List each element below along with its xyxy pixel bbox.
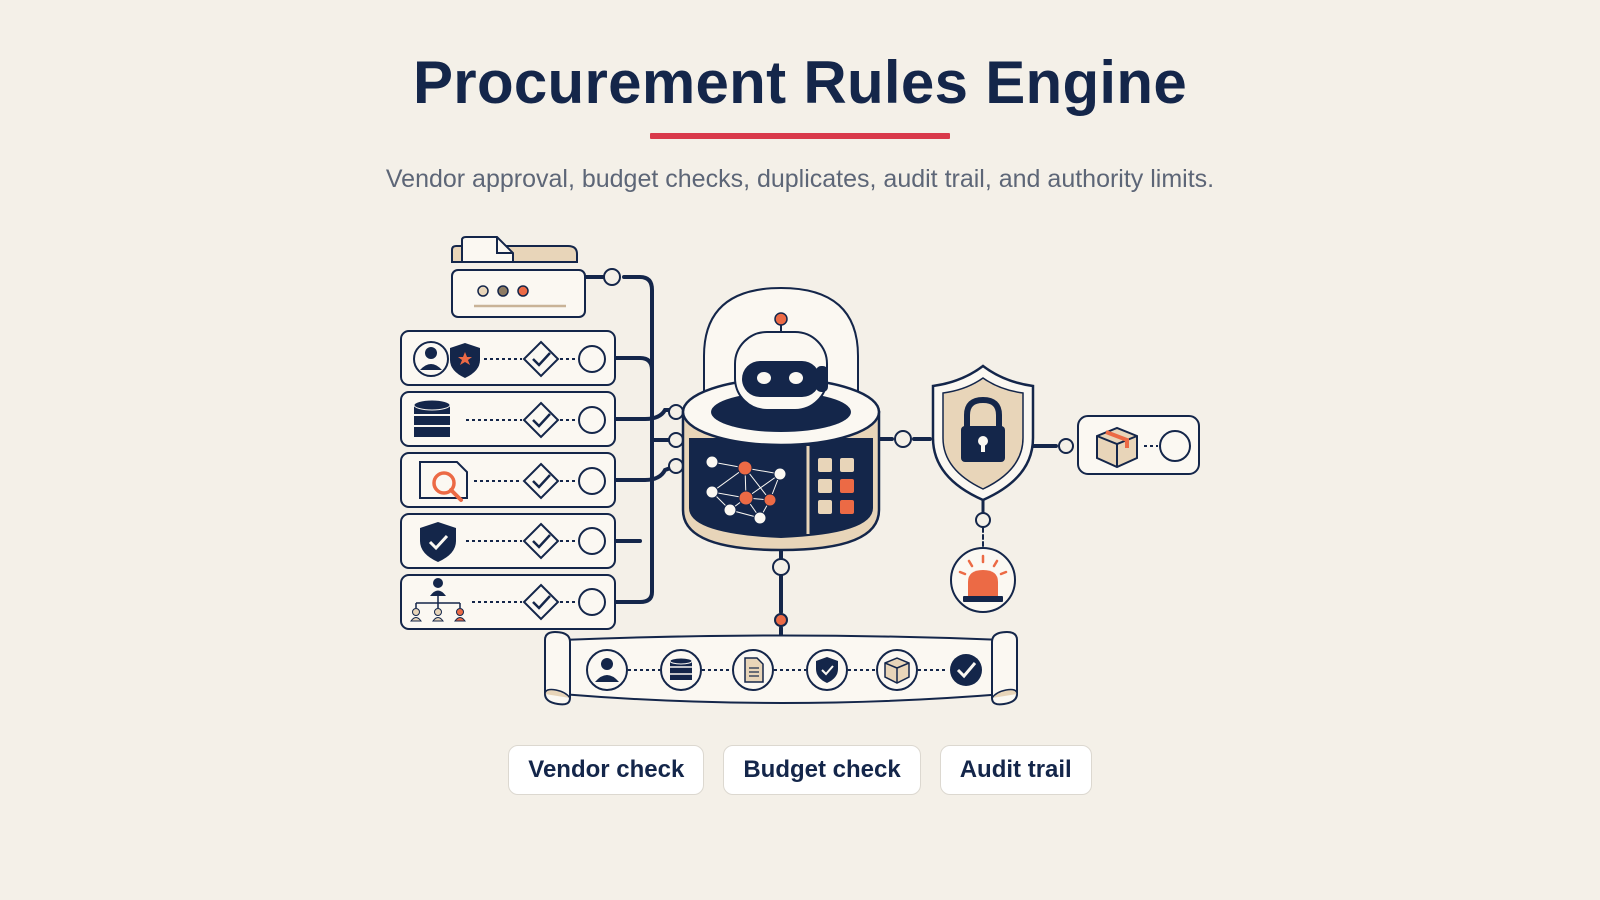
alarm-siren-icon: [950, 547, 1016, 613]
audit-step-document-icon: [732, 649, 774, 691]
rule-card-vendor: [400, 330, 616, 386]
tab-budget-check[interactable]: Budget check: [723, 745, 921, 795]
package-card: [1077, 415, 1200, 475]
page-subtitle: Vendor approval, budget checks, duplicat…: [385, 165, 1215, 193]
database-icon: [413, 399, 451, 437]
audit-step-user-icon: [586, 649, 628, 691]
audit-step-database-icon: [660, 649, 702, 691]
vendor-shield-icon: [413, 341, 480, 378]
lock-shield-icon: [931, 364, 1035, 502]
rule-card-audit: [400, 513, 616, 569]
page-title: Procurement Rules Engine: [412, 49, 1188, 116]
title-underline: [650, 133, 950, 139]
audit-step-package-icon: [876, 649, 918, 691]
rule-card-duplicates: [400, 452, 616, 508]
robot-engine-icon: [681, 286, 881, 552]
tab-audit-trail[interactable]: Audit trail: [939, 745, 1092, 795]
folder-icon: [451, 236, 586, 318]
org-hierarchy-icon: [410, 578, 466, 622]
document-search-icon: [419, 461, 468, 502]
audit-trail-scroll: [544, 630, 1018, 706]
audit-step-shield-icon: [806, 649, 848, 691]
tab-vendor-check[interactable]: Vendor check: [508, 745, 705, 795]
package-icon: [1096, 426, 1138, 469]
connector-nodes: [603, 268, 1074, 627]
rule-card-budget: [400, 391, 616, 447]
rule-card-authority: [400, 574, 616, 630]
audit-step-check-icon: [950, 654, 982, 686]
rule-tabs: Vendor check Budget check Audit trail: [0, 745, 1600, 795]
shield-check-icon: [420, 522, 456, 562]
rule-cards: [400, 330, 616, 630]
